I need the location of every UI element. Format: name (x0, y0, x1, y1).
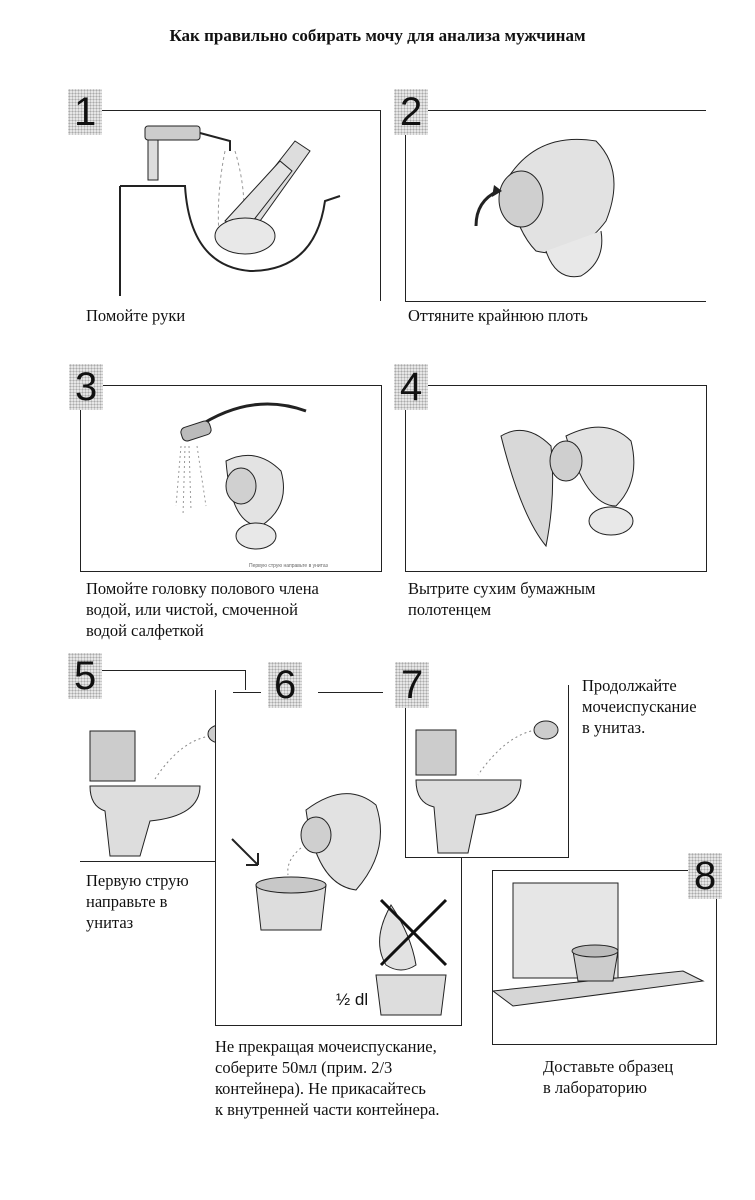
step-1-panel: 1 (80, 110, 381, 301)
deliver-lab-illustration (493, 871, 716, 1044)
step-7-caption: Продолжайте мочеиспускание в унитаз. (582, 675, 697, 738)
step-7-number: 7 (395, 662, 429, 708)
volume-label: ½ dl (336, 990, 368, 1010)
step-4-number: 4 (394, 364, 428, 410)
step-5-caption: Первую струю направьте в унитаз (86, 870, 189, 933)
connector-line-5-6 (233, 692, 261, 693)
step-3-tiny-text: Первую струю направьте в унитаз (249, 563, 328, 569)
step-2-panel: 2 (405, 110, 706, 302)
step-8-number: 8 (688, 853, 722, 899)
step-3-panel: 3 Первую струю направьте в унитаз (80, 385, 382, 572)
toilet-continue-illustration (406, 685, 568, 857)
step-1-caption: Помойте руки (86, 305, 185, 326)
hand-washing-illustration (80, 111, 380, 301)
step-3-number: 3 (69, 364, 103, 410)
step-8-caption: Доставьте образец в лабораторию (543, 1056, 673, 1098)
step-6-caption: Не прекращая мочеиспускание, соберите 50… (215, 1036, 440, 1120)
shower-wash-illustration (81, 386, 381, 571)
step-7-panel (405, 685, 569, 858)
paper-towel-drying-illustration (406, 386, 706, 571)
step-1-number: 1 (68, 89, 102, 135)
step-6-number: 6 (268, 662, 302, 708)
step-2-number: 2 (394, 89, 428, 135)
step-3-caption: Помойте головку полового члена водой, ил… (86, 578, 319, 641)
connector-line-6-7 (318, 692, 383, 693)
step-4-panel: 4 (405, 385, 707, 572)
foreskin-illustration (406, 111, 706, 301)
step-4-caption: Вытрите сухим бумажным полотенцем (408, 578, 595, 620)
arrow-5-to-6 (228, 835, 264, 871)
step-5-number: 5 (68, 653, 102, 699)
page-title: Как правильно собирать мочу для анализа … (0, 26, 755, 46)
step-2-caption: Оттяните крайнюю плоть (408, 305, 588, 326)
step-8-panel: 8 (492, 870, 717, 1045)
